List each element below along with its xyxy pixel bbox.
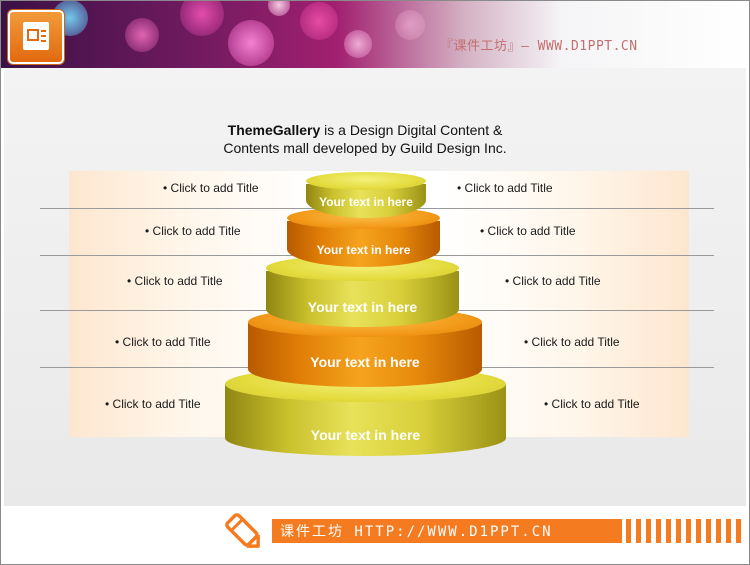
right-title-4[interactable]: • Click to add Title <box>524 335 620 349</box>
right-title-2[interactable]: • Click to add Title <box>480 224 576 238</box>
tier-1-text[interactable]: Your text in here <box>319 195 413 209</box>
bokeh-light <box>228 20 274 66</box>
brand-name: ThemeGallery <box>227 122 321 138</box>
pyramid-tier-3[interactable]: Your text in here <box>266 255 459 327</box>
left-title-4[interactable]: • Click to add Title <box>115 335 211 349</box>
bokeh-light <box>268 0 290 16</box>
header-banner: 『课件工坊』— WWW.D1PPT.CN <box>0 0 750 68</box>
tier-5-text[interactable]: Your text in here <box>310 427 421 443</box>
tier-3-text[interactable]: Your text in here <box>307 299 418 315</box>
header-url-text: 『课件工坊』— WWW.D1PPT.CN <box>440 39 638 54</box>
pencil-icon <box>225 513 260 548</box>
footer-url-text[interactable]: 课件工坊 HTTP://WWW.D1PPT.CN <box>280 524 553 540</box>
right-title-5[interactable]: • Click to add Title <box>544 397 640 411</box>
right-title-1[interactable]: • Click to add Title <box>457 181 553 195</box>
left-title-1[interactable]: • Click to add Title <box>163 181 259 195</box>
tier-4-text[interactable]: Your text in here <box>310 354 420 370</box>
right-title-3[interactable]: • Click to add Title <box>505 274 601 288</box>
tier-2-text[interactable]: Your text in here <box>316 243 411 257</box>
left-title-2[interactable]: • Click to add Title <box>145 224 241 238</box>
footer-bar <box>272 519 622 543</box>
pyramid-tier-1[interactable]: Your text in here <box>306 172 426 218</box>
left-title-3[interactable]: • Click to add Title <box>127 274 223 288</box>
left-title-5[interactable]: • Click to add Title <box>105 397 201 411</box>
bokeh-light <box>344 30 372 58</box>
bokeh-light <box>180 0 224 36</box>
presentation-icon <box>8 10 64 64</box>
heading-line1: is a Design Digital Content & <box>320 122 503 138</box>
heading-line2: Contents mall developed by Guild Design … <box>223 140 507 156</box>
bokeh-light <box>300 2 338 40</box>
footer-stripes <box>626 519 746 543</box>
page-heading: ThemeGallery is a Design Digital Content… <box>180 121 550 157</box>
bokeh-light <box>395 10 425 40</box>
bokeh-light <box>125 18 159 52</box>
